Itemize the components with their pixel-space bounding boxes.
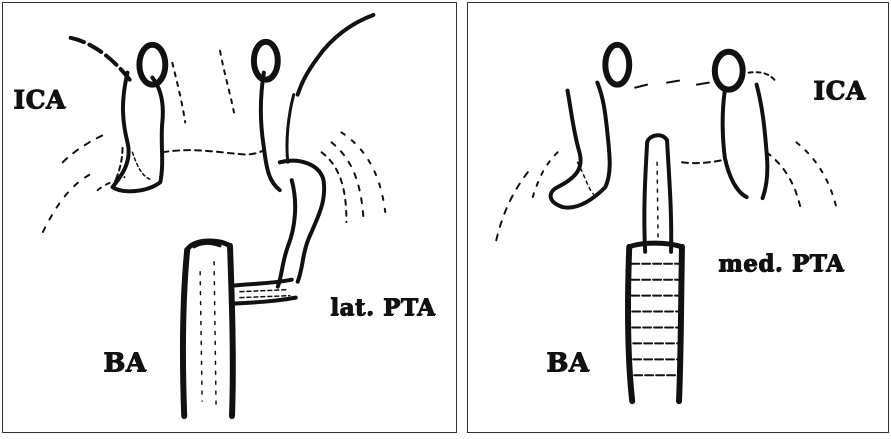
left-ica-vessel xyxy=(71,38,163,191)
label-ica: ICA xyxy=(13,85,66,114)
diagram-panel-lateral-pta: ICA BA lat. PTA xyxy=(2,2,457,433)
label-lateral-pta: lat. PTA xyxy=(330,294,435,321)
left-ica-cross-section xyxy=(605,45,629,85)
right-ica-cross-section xyxy=(254,42,278,80)
diagram-panel-medial-pta: ICA med. PTA BA xyxy=(467,2,889,433)
left-ica-vessel xyxy=(551,83,610,208)
basilar-artery xyxy=(183,241,233,416)
medial-pta-drawing xyxy=(468,3,888,432)
lateral-pta-segment xyxy=(232,280,296,304)
lateral-pta-drawing xyxy=(3,3,456,432)
basilar-artery xyxy=(628,243,682,401)
label-ba: BA xyxy=(546,348,589,378)
label-medial-pta: med. PTA xyxy=(718,250,844,277)
label-ba: BA xyxy=(103,348,146,378)
medial-pta-segment xyxy=(644,135,671,252)
label-ica: ICA xyxy=(813,76,866,105)
right-ica-cross-section xyxy=(715,52,743,90)
